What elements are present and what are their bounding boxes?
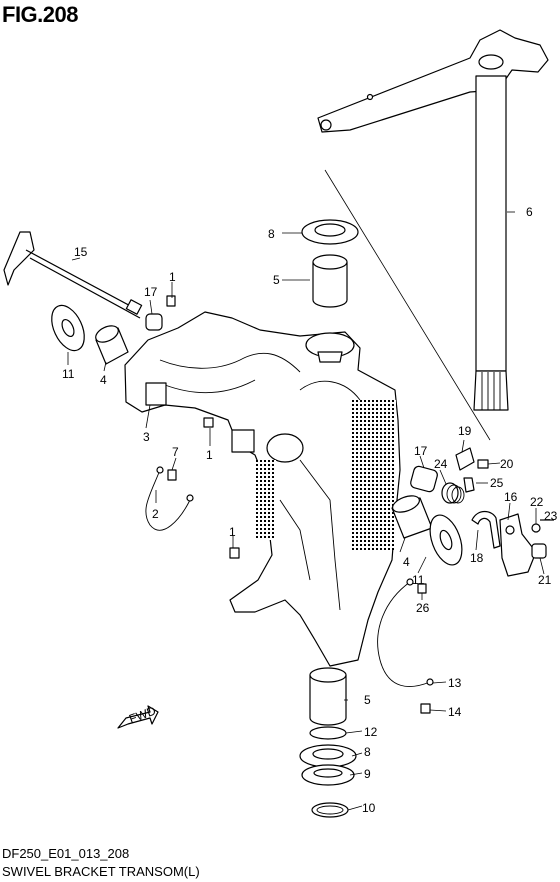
callout-12: 12	[364, 725, 378, 739]
callout-2: 2	[152, 507, 159, 521]
bush-right-part	[410, 465, 438, 493]
callout-3: 3	[143, 430, 150, 444]
callout-17a: 17	[144, 285, 158, 299]
callout-10: 10	[362, 801, 376, 815]
callout-15: 15	[74, 245, 88, 259]
washer-upper-part	[301, 219, 359, 245]
callout-1c: 1	[229, 525, 236, 539]
bushing-upper-part	[312, 254, 348, 308]
callout-5a: 5	[273, 273, 280, 287]
washer-left-part	[51, 304, 85, 352]
callout-4b: 4	[403, 555, 410, 569]
callout-11a: 11	[62, 367, 75, 381]
callout-4a: 4	[100, 373, 107, 387]
washer-lower-part	[299, 744, 357, 768]
callout-11b: 11	[412, 573, 425, 587]
washer-right-part	[429, 514, 463, 566]
callout-25: 25	[490, 476, 504, 490]
bushing-right-part	[391, 495, 433, 539]
callout-17b: 17	[414, 444, 428, 458]
tilt-rod-part	[3, 231, 143, 319]
bolt-14-part	[420, 703, 431, 714]
callout-19: 19	[458, 424, 472, 438]
ground-wire-long-part	[377, 578, 434, 687]
figure-title: FIG.208	[2, 2, 78, 27]
grease-nipple-low-part	[229, 547, 240, 559]
swivel-bracket-body	[124, 311, 401, 667]
bolt-seven-part	[167, 469, 177, 481]
ring-12-part	[309, 726, 347, 740]
grease-nipple-mid-part	[203, 417, 214, 428]
callout-7: 7	[172, 445, 179, 459]
callout-9: 9	[364, 767, 371, 781]
callout-26: 26	[416, 601, 430, 615]
callout-6: 6	[526, 205, 533, 219]
callout-1b: 1	[206, 448, 213, 462]
small-fasteners-part	[531, 519, 554, 559]
stopper-bracket-part	[499, 513, 537, 577]
callout-8b: 8	[364, 745, 371, 759]
clip-part	[463, 477, 475, 493]
callout-16: 16	[504, 490, 518, 504]
grease-nipple-top-part	[166, 295, 176, 307]
callout-21: 21	[538, 573, 552, 587]
figure-code: DF250_E01_013_208	[2, 846, 130, 861]
hook-lever-part	[471, 510, 501, 549]
bushing-lower-part	[309, 667, 347, 726]
spring-part	[441, 482, 465, 504]
lock-plate-part	[455, 447, 489, 471]
callout-23: 23	[544, 509, 558, 523]
bushing-left-part	[95, 325, 129, 365]
callout-18: 18	[470, 551, 484, 565]
figure-name: SWIVEL BRACKET TRANSOM(L)	[2, 864, 200, 879]
bush-left-part	[145, 313, 163, 331]
callout-5b: 5	[364, 693, 371, 707]
assembly-guide-line	[324, 169, 491, 441]
ground-wire-short-part	[145, 466, 194, 531]
leader-lines	[67, 211, 552, 811]
callout-24: 24	[434, 457, 448, 471]
fwd-direction-badge: FWD	[117, 703, 159, 729]
snap-ring-part	[311, 802, 349, 818]
callout-14: 14	[448, 705, 462, 719]
callout-22: 22	[530, 495, 544, 509]
washer-9-part	[301, 764, 355, 786]
callout-20: 20	[500, 457, 514, 471]
callout-1a: 1	[169, 270, 176, 284]
callout-8a: 8	[268, 227, 275, 241]
steering-shaft-part	[317, 29, 549, 411]
callout-13: 13	[448, 676, 462, 690]
